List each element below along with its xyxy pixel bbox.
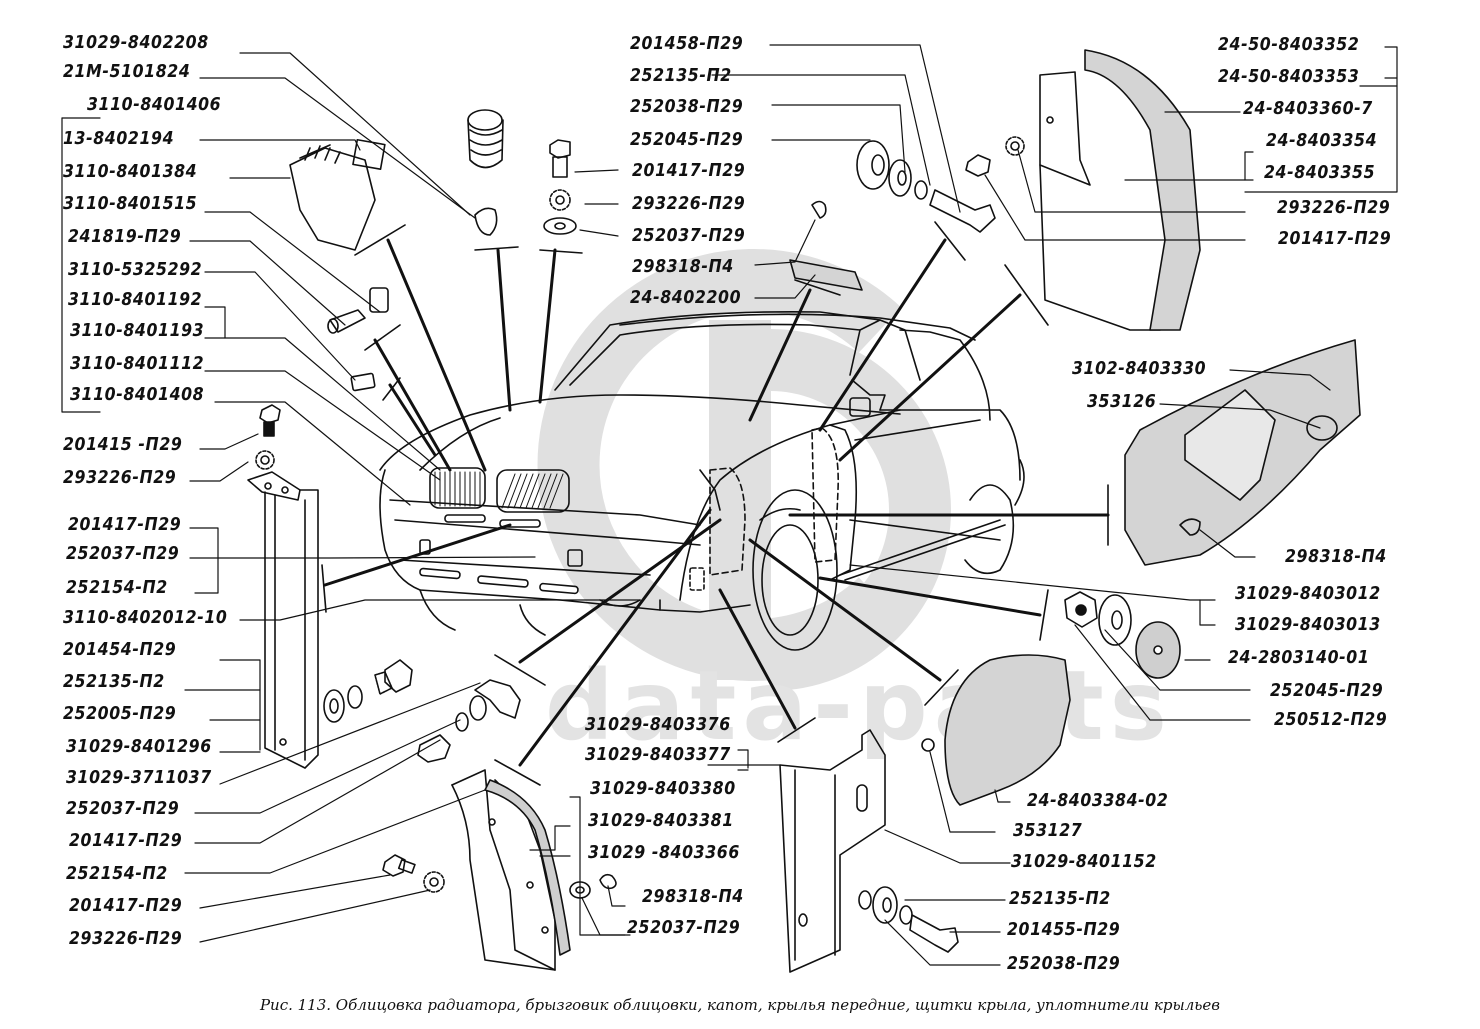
- part-label: 24-8403360-7: [1243, 99, 1373, 119]
- part-label: 3110-8401406: [87, 95, 222, 115]
- part-nut-washers: [1064, 591, 1181, 679]
- part-fasteners-left-mid: [323, 659, 521, 763]
- part-label: 298318-П4: [632, 257, 734, 277]
- part-emblem: [289, 138, 389, 392]
- part-label: 3110-8401193: [70, 321, 205, 341]
- part-label: 252154-П2: [66, 578, 168, 598]
- part-label: 24-8402200: [630, 288, 742, 308]
- part-washers-bolt-top: [856, 140, 996, 233]
- part-label: 3110-8401384: [63, 162, 198, 182]
- part-label: 201417-П29: [632, 161, 746, 181]
- part-fender-liner-top: [965, 49, 1201, 331]
- part-label: 31029 -8403366: [588, 843, 740, 863]
- part-label: 353127: [1013, 821, 1083, 841]
- part-label: 252135-П2: [63, 672, 165, 692]
- figure-caption: Рис. 113. Облицовка радиатора, брызговик…: [259, 996, 1221, 1014]
- part-splash-shield: [921, 654, 1071, 806]
- part-label: 293226-П29: [69, 929, 183, 949]
- part-label: 252154-П2: [66, 864, 168, 884]
- part-label: 252135-П2: [630, 66, 732, 86]
- part-label: 201417-П29: [1278, 229, 1392, 249]
- part-label: 3102-8403330: [1072, 359, 1207, 379]
- part-label: 252037-П29: [66, 544, 180, 564]
- part-label: 250512-П29: [1274, 710, 1388, 730]
- part-label: 31029-8401152: [1011, 852, 1157, 872]
- part-label: 31029-8402208: [63, 33, 209, 53]
- part-label: 298318-П4: [642, 887, 744, 907]
- part-label: 201454-П29: [63, 640, 177, 660]
- part-label: 252045-П29: [1270, 681, 1384, 701]
- part-label: 31029-8403380: [590, 779, 736, 799]
- part-label: 201455-П29: [1007, 920, 1121, 940]
- part-label: 31029-8403012: [1235, 584, 1381, 604]
- part-label: 201415 -П29: [63, 435, 183, 455]
- part-label: 24-8403355: [1264, 163, 1376, 183]
- part-plug: [467, 109, 504, 236]
- part-label: 293226-П29: [1277, 198, 1391, 218]
- part-label: 252037-П29: [66, 799, 180, 819]
- part-label: 3110-8401515: [63, 194, 198, 214]
- part-mudguard-left: [451, 769, 617, 971]
- part-label: 241819-П29: [68, 227, 182, 247]
- part-label: 298318-П4: [1285, 547, 1387, 567]
- part-label: 31029-3711037: [66, 768, 212, 788]
- part-label: 3110-5325292: [68, 260, 203, 280]
- part-label: 24-8403354: [1266, 131, 1378, 151]
- part-label: 201417-П29: [68, 515, 182, 535]
- part-label: 24-50-8403353: [1218, 67, 1360, 87]
- part-label: 24-2803140-01: [1228, 648, 1370, 668]
- part-label: 252037-П29: [632, 226, 746, 246]
- leader-lines-left: [61, 52, 641, 943]
- part-label: 21M-5101824: [63, 62, 191, 82]
- part-label: 31029-8403376: [585, 715, 731, 735]
- part-label: 252005-П29: [63, 704, 177, 724]
- part-label: 293226-П29: [63, 468, 177, 488]
- part-label: 353126: [1087, 392, 1157, 412]
- part-label: 201458-П29: [630, 34, 744, 54]
- part-label: 252045-П29: [630, 130, 744, 150]
- part-label: 3110-8401408: [70, 385, 205, 405]
- part-label: 24-50-8403352: [1218, 35, 1360, 55]
- part-label: 24-8403384-02: [1027, 791, 1169, 811]
- part-label: 252037-П29: [627, 918, 741, 938]
- pointer-lines: [321, 221, 1110, 786]
- part-seal-strip: [789, 200, 863, 291]
- part-label: 252038-П29: [1007, 954, 1121, 974]
- part-label: 3110-8402012-10: [63, 608, 228, 628]
- part-label: 3110-8401112: [70, 354, 205, 374]
- part-label: 31029-8403013: [1235, 615, 1381, 635]
- part-label: 201417-П29: [69, 896, 183, 916]
- car-body: [379, 310, 1025, 651]
- part-bracket-left: [247, 404, 319, 769]
- part-label: 201417-П29: [69, 831, 183, 851]
- part-label: 252038-П29: [630, 97, 744, 117]
- part-label: 31029-8401296: [66, 737, 212, 757]
- part-label: 31029-8403377: [585, 745, 731, 765]
- part-fender-liner-right: [1124, 339, 1361, 566]
- part-label: 293226-П29: [632, 194, 746, 214]
- part-label: 31029-8403381: [588, 811, 734, 831]
- part-bolt-washer-top: [543, 139, 577, 235]
- part-bracket-right: [779, 729, 959, 973]
- part-label: 3110-8401192: [68, 290, 203, 310]
- part-label: 13-8402194: [63, 129, 175, 149]
- part-label: 252135-П2: [1009, 889, 1111, 909]
- part-bottom-star-bolt: [382, 854, 445, 893]
- leader-lines-right: [529, 44, 1398, 966]
